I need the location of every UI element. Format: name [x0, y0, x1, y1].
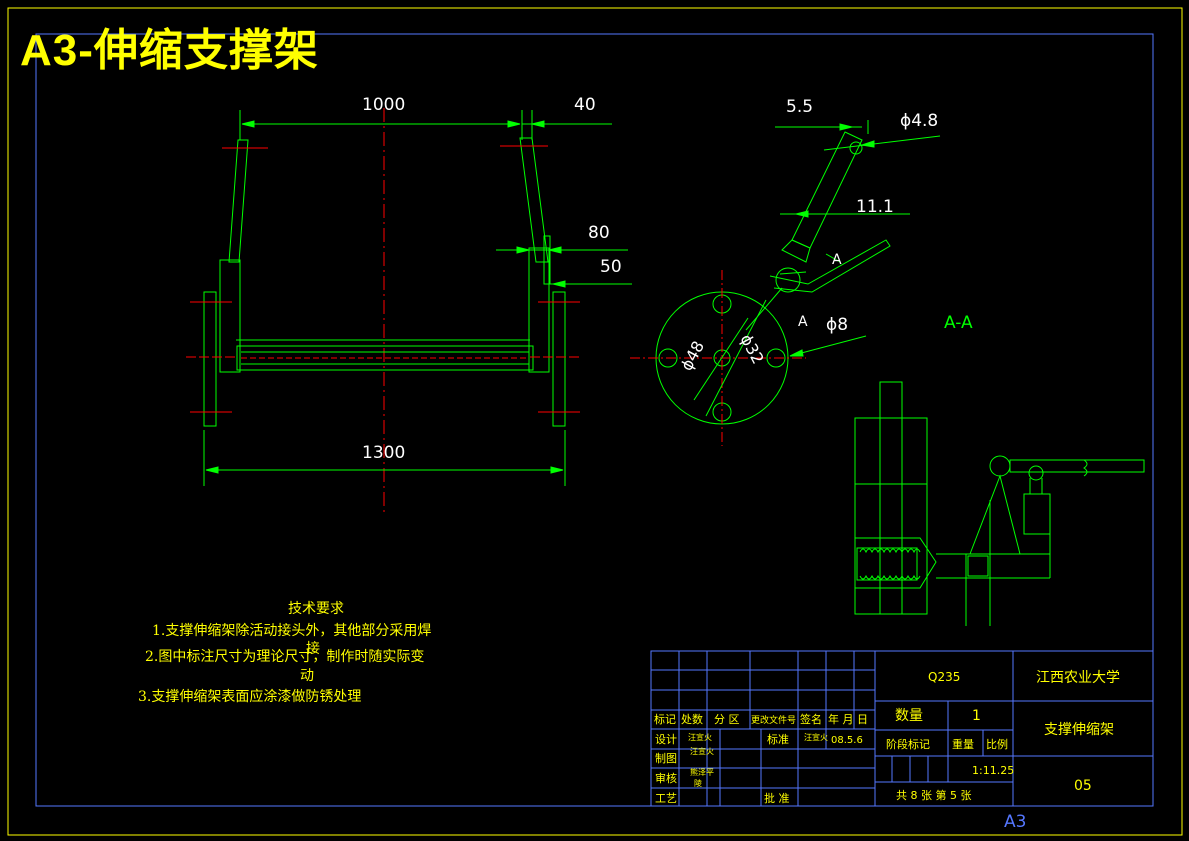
notes-line-2b: 动 — [300, 668, 314, 684]
tb-reviewer2: 陵 — [694, 779, 702, 788]
title-block-text: Q235 江西农业大学 数量 1 支撑伸缩架 阶段标记 重量 比例 1:11.2… — [654, 670, 1120, 805]
notes-line-1: 1.支撑伸缩架除活动接头外，其他部分采用焊 — [152, 623, 432, 639]
tb-approve-label: 批 准 — [764, 791, 790, 805]
title-block-lines — [650, 650, 1154, 807]
inner-frame — [35, 33, 1154, 807]
label-a-upper: A — [832, 252, 842, 268]
tb-row-draw: 制图 — [655, 752, 677, 765]
tb-drawing-no: 05 — [1074, 778, 1092, 794]
tb-stage-label: 阶段标记 — [886, 737, 930, 751]
dim-1000: 1000 — [362, 95, 405, 115]
tb-reviewer: 熊泽平 — [690, 767, 714, 777]
tb-sheet-count: 共 8 张 第 5 张 — [896, 788, 971, 802]
notes-heading: 技术要求 — [288, 601, 344, 617]
tb-drafter: 汪宣火 — [690, 746, 714, 756]
tb-qty-value: 1 — [972, 708, 981, 724]
tb-scale-label: 比例 — [986, 737, 1008, 751]
section-label-a-a: A-A — [944, 313, 973, 333]
front-view — [186, 108, 632, 516]
tb-design-date: 08.5.6 — [831, 735, 863, 746]
tb-part-name: 支撑伸缩架 — [1044, 722, 1114, 738]
dim-50: 50 — [600, 257, 622, 277]
tb-col-sign: 签名 — [800, 712, 822, 726]
tb-col-zone: 分 区 — [714, 713, 740, 726]
dim-11-1: 11.1 — [856, 197, 894, 217]
drawing-title: A3-伸缩支撑架 — [20, 26, 319, 75]
notes-line-1b: 接 — [306, 641, 320, 657]
dim-phi-4-8: ϕ4.8 — [900, 111, 938, 131]
tb-row-review: 审核 — [655, 771, 677, 785]
dim-40: 40 — [574, 95, 596, 115]
dim-phi-8: ϕ8 — [826, 315, 848, 335]
tb-standard-person: 汪宣火 — [804, 732, 828, 742]
outer-border — [7, 7, 1183, 836]
tb-row-process: 工艺 — [655, 792, 677, 805]
section-a-a-view — [854, 381, 1145, 626]
tb-scale-value: 1:11.25 — [972, 764, 1014, 777]
sheet-size-label: A3 — [1004, 812, 1026, 832]
tb-qty-label: 数量 — [895, 708, 923, 724]
tb-weight-label: 重量 — [952, 737, 974, 751]
tb-col-date: 年 月 日 — [828, 712, 868, 726]
dim-1300: 1300 — [362, 443, 405, 463]
tb-col-count: 处数 — [681, 713, 703, 726]
tb-designer: 汪宣火 — [688, 732, 712, 742]
joint-side-view — [630, 120, 941, 446]
tb-material: Q235 — [928, 670, 960, 684]
tb-row-design: 设计 — [655, 733, 677, 746]
tb-standard-label: 标准 — [767, 732, 789, 746]
tb-col-doc: 更改文件号 — [751, 714, 796, 726]
notes-line-3: 3.支撑伸缩架表面应涂漆做防锈处理 — [138, 689, 362, 705]
dim-80: 80 — [588, 223, 610, 243]
tb-col-mark: 标记 — [654, 712, 676, 726]
dim-5-5: 5.5 — [786, 97, 813, 117]
notes-line-2: 2.图中标注尺寸为理论尺寸，制作时随实际变 — [145, 649, 425, 665]
label-a-lower: A — [798, 314, 808, 330]
tb-school: 江西农业大学 — [1036, 670, 1120, 686]
